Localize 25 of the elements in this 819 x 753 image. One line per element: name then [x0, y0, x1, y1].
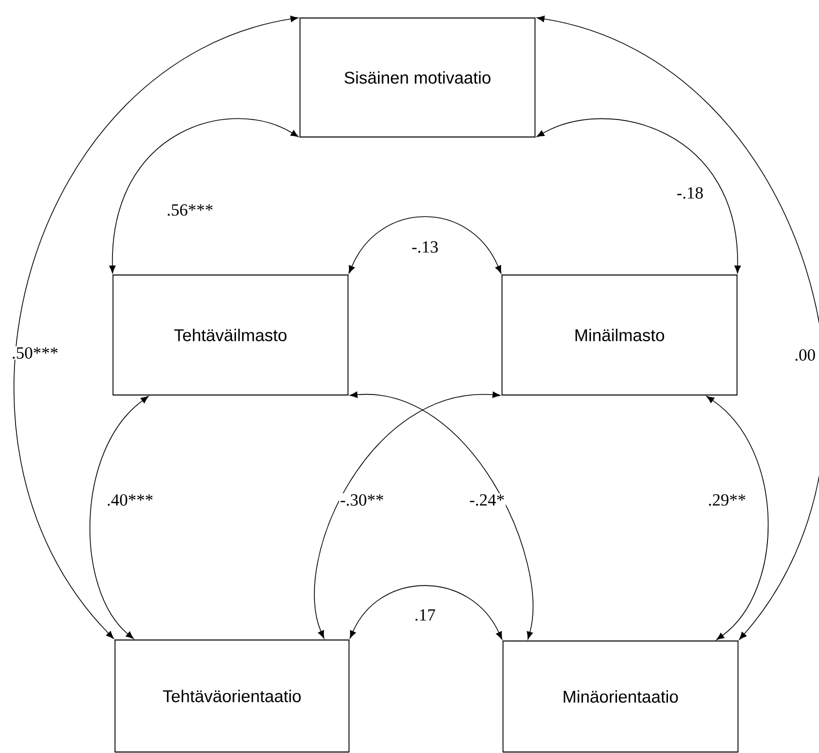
double-headed-arrow	[350, 585, 502, 640]
variable-box: Minäorientaatio	[502, 640, 738, 752]
edge-label: -.30**	[339, 493, 385, 507]
double-headed-arrow	[706, 396, 769, 640]
edge-label: .50***	[10, 346, 60, 360]
edge-label: .29**	[706, 493, 748, 507]
edge-label: .17	[413, 608, 437, 622]
double-headed-arrow	[90, 396, 149, 639]
variable-box: Tehtäväilmasto	[112, 274, 348, 396]
edge-label: -.13	[410, 240, 440, 254]
edge-label: -.24*	[468, 493, 506, 507]
double-headed-arrow	[348, 216, 502, 274]
variable-box: Sisäinen motivaatio	[300, 18, 536, 138]
variable-box: Tehtäväorientaatio	[114, 640, 350, 752]
double-headed-arrow	[14, 16, 298, 639]
double-headed-arrow	[350, 392, 534, 640]
edge-label: .40***	[106, 493, 154, 507]
double-headed-arrow	[314, 392, 500, 638]
double-headed-arrow	[536, 118, 741, 274]
variable-box: Minäilmasto	[502, 274, 738, 396]
double-headed-arrow	[109, 118, 299, 274]
edge-label: .56***	[166, 203, 214, 217]
double-headed-arrow	[536, 16, 819, 640]
edge-label: -.18	[676, 186, 704, 200]
edge-label: .00	[793, 348, 817, 362]
